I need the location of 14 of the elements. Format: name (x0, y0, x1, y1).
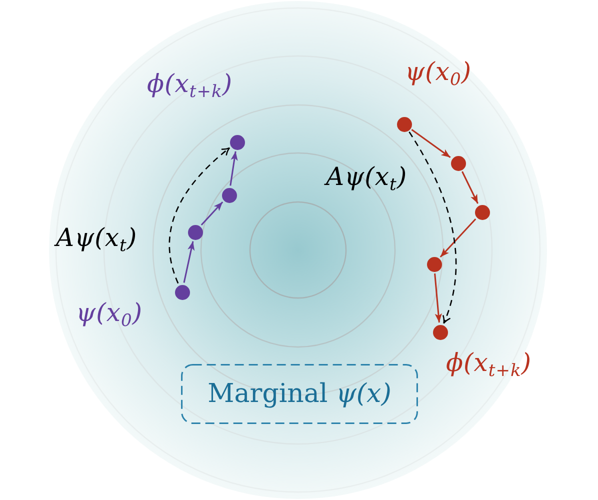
point-label: ψ(x$_{0}$) (405, 58, 472, 86)
arrow (411, 129, 451, 158)
point-label: ϕ(x$_{t+k}$) (446, 349, 532, 376)
edge-label: Aψ(x$_{t}$) (326, 163, 408, 190)
arrow (440, 218, 476, 258)
point-label: ϕ(x$_{t+k}$) (147, 70, 233, 98)
arrow (200, 202, 224, 226)
edge-label: Aψ(x$_{t}$) (56, 224, 138, 252)
arrow (462, 171, 478, 204)
arrow (434, 273, 442, 323)
dashed-label-box: Marginal ψ(x) (181, 364, 418, 424)
point-label: ψ(x$_{0}$) (76, 299, 143, 326)
arrow (183, 241, 195, 283)
arrow (230, 151, 238, 186)
